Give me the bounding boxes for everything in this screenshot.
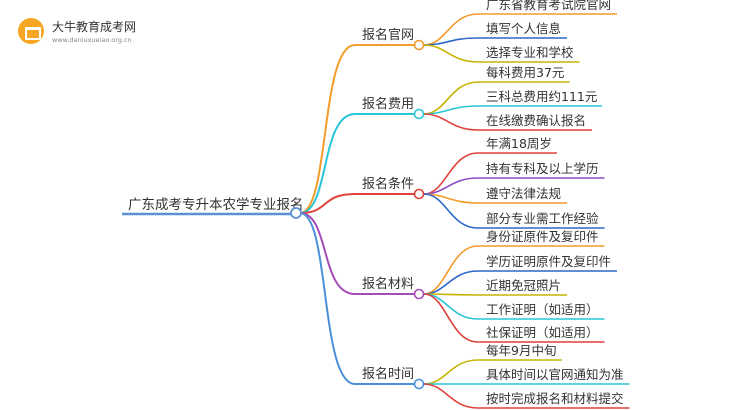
- leaf-topic: 近期免冠照片: [486, 278, 561, 293]
- branch-link: [299, 212, 356, 295]
- leaf-link: [423, 44, 479, 63]
- leaf-link: [423, 245, 479, 295]
- mind-map-nodes: 广东成考专升本农学专业报名 报名官网 广东省教育考试院官网填写个人信息选择专业和学校…: [122, 0, 630, 409]
- branch-collapse-toggle[interactable]: [413, 108, 425, 120]
- leaf-topic: 每年9月中旬: [486, 343, 556, 358]
- logo-name: 大牛教育成考网: [52, 20, 137, 34]
- leaf-link: [423, 383, 479, 409]
- leaf-link: [423, 193, 479, 229]
- leaf-link: [423, 152, 479, 195]
- leaf-topic: 持有专科及以上学历: [486, 161, 599, 176]
- leaf-topic: 广东省教育考试院官网: [486, 0, 611, 12]
- leaf-topic: 按时完成报名和材料提交: [486, 391, 624, 406]
- leaf-topic: 填写个人信息: [486, 21, 561, 36]
- branch-collapse-toggle[interactable]: [413, 188, 425, 200]
- leaf-link: [423, 37, 479, 46]
- logo-url: www.daniuxueiao.org.cn: [52, 36, 132, 44]
- leaf-topic: 在线缴费确认报名: [486, 113, 586, 128]
- leaf-link: [423, 270, 479, 295]
- leaf-link: [423, 113, 479, 131]
- site-logo: 大牛教育成考网 www.daniuxueiao.org.cn: [14, 14, 164, 52]
- branch-topic: 报名材料: [362, 276, 414, 292]
- leaf-topic: 工作证明（如适用）: [486, 302, 599, 317]
- branch-topic: 报名时间: [362, 366, 414, 382]
- branch-link: [299, 212, 356, 385]
- leaf-link: [423, 293, 479, 320]
- branch-topic: 报名费用: [362, 96, 414, 112]
- leaf-link: [423, 293, 479, 343]
- mind-map-links: [299, 13, 479, 409]
- leaf-topic: 部分专业需工作经验: [486, 211, 599, 226]
- branch-collapse-toggle[interactable]: [413, 39, 425, 51]
- root-collapse-toggle[interactable]: [290, 207, 302, 219]
- branch-collapse-toggle[interactable]: [413, 378, 425, 390]
- leaf-link: [423, 105, 479, 115]
- leaf-topic: 选择专业和学校: [486, 45, 574, 60]
- leaf-topic: 三科总费用约111元: [486, 89, 597, 104]
- branch-link: [299, 193, 356, 214]
- branch-topic: 报名条件: [362, 176, 414, 192]
- leaf-link: [423, 359, 479, 385]
- leaf-topic: 每科费用37元: [486, 65, 564, 80]
- branch-link: [299, 113, 356, 214]
- leaf-topic: 社保证明（如适用）: [486, 325, 599, 340]
- branch-link: [299, 44, 356, 214]
- leaf-topic: 身份证原件及复印件: [486, 229, 599, 244]
- book-icon: [18, 18, 44, 44]
- leaf-topic: 年满18周岁: [486, 136, 552, 151]
- root-topic: 广东成考专升本农学专业报名: [128, 197, 304, 213]
- leaf-topic: 具体时间以官网通知为准: [486, 367, 624, 382]
- leaf-topic: 学历证明原件及复印件: [486, 254, 611, 269]
- leaf-topic: 遵守法律法规: [486, 186, 561, 201]
- branch-topic: 报名官网: [362, 27, 414, 43]
- branch-collapse-toggle[interactable]: [413, 288, 425, 300]
